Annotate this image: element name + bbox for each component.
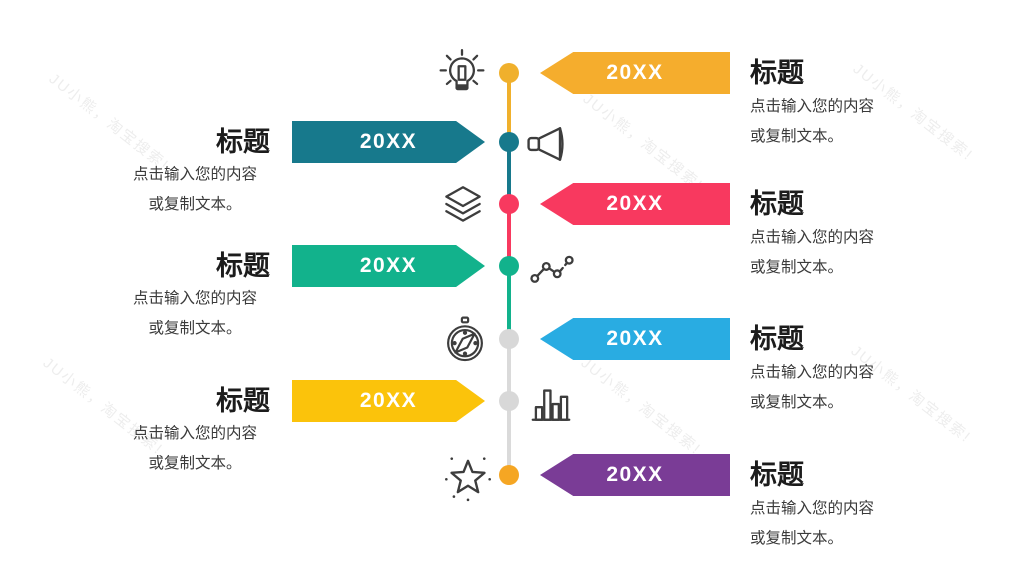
year-label: 20XX: [359, 254, 418, 277]
timeline-dot: [499, 465, 519, 485]
row-title: 标题: [216, 251, 270, 281]
row-title: 标题: [750, 324, 804, 354]
year-banner: 20XX: [540, 52, 730, 94]
timeline-dot: [499, 329, 519, 349]
year-label: 20XX: [359, 389, 418, 412]
watermark-text: JU小熊，淘宝搜索!: [577, 354, 705, 459]
year-banner: 20XX: [292, 380, 485, 422]
row-desc: 点击输入您的内容或复制文本。: [750, 364, 875, 411]
row-desc: 点击输入您的内容或复制文本。: [750, 229, 875, 276]
bar-chart-icon: [526, 377, 576, 427]
row-desc: 点击输入您的内容或复制文本。: [132, 290, 257, 337]
year-banner: 20XX: [540, 183, 730, 225]
timeline-dot: [499, 194, 519, 214]
megaphone-icon: [521, 118, 573, 170]
row-title: 标题: [750, 189, 804, 219]
year-label: 20XX: [359, 130, 418, 153]
year-label: 20XX: [606, 463, 664, 486]
row-desc: 点击输入您的内容或复制文本。: [132, 425, 257, 472]
year-banner: 20XX: [292, 121, 485, 163]
row-title: 标题: [216, 127, 270, 157]
timeline-dot: [499, 132, 519, 152]
year-banner: 20XX: [292, 245, 485, 287]
row-title: 标题: [216, 386, 270, 416]
watermark-text: JU小熊，淘宝搜索!: [579, 90, 707, 195]
year-label: 20XX: [606, 61, 664, 84]
row-desc: 点击输入您的内容或复制文本。: [132, 166, 257, 213]
row-title: 标题: [750, 58, 804, 88]
timeline-segment: [507, 142, 511, 204]
year-label: 20XX: [606, 327, 664, 350]
row-desc: 点击输入您的内容或复制文本。: [750, 98, 875, 145]
trend-chart-icon: [527, 242, 577, 292]
year-banner: 20XX: [540, 454, 730, 496]
timeline-dot: [499, 63, 519, 83]
timeline-segment: [507, 204, 511, 266]
year-label: 20XX: [606, 192, 664, 215]
timeline-dot: [499, 391, 519, 411]
row-title: 标题: [750, 460, 804, 490]
lightbulb-icon: [437, 48, 487, 98]
compass-icon: [440, 314, 490, 364]
timeline-dot: [499, 256, 519, 276]
row-desc: 点击输入您的内容或复制文本。: [750, 500, 875, 547]
year-banner: 20XX: [540, 318, 730, 360]
layers-icon: [438, 180, 488, 230]
star-icon: [442, 450, 494, 502]
timeline-segment: [507, 73, 511, 142]
timeline-segment: [507, 266, 511, 339]
